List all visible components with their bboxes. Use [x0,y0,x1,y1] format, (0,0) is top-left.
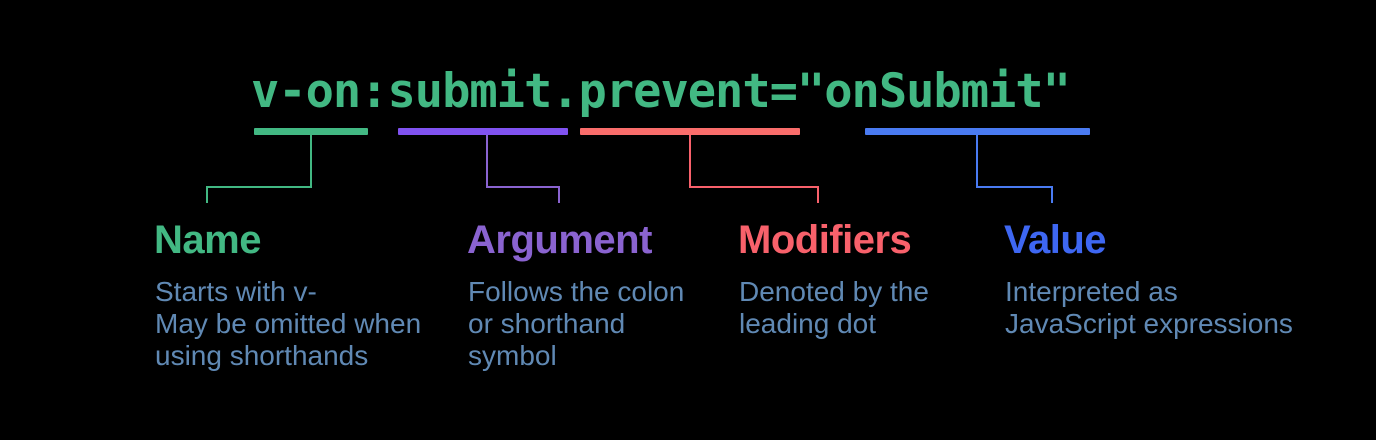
label-value: Value [1004,218,1107,262]
description-modifiers: Denoted by the leading dot [739,276,929,340]
label-name: Name [154,218,261,262]
description-name: Starts with v- May be omitted when using… [155,276,421,372]
description-line: Denoted by the [739,276,929,307]
description-line: Follows the colon [468,276,685,307]
underline-bar-name [254,128,368,135]
connector-value-horizontal [976,186,1053,188]
description-line: symbol [468,340,557,371]
connector-name-horizontal [206,186,312,188]
description-line: May be omitted when [155,308,422,339]
description-value: Interpreted as JavaScript expressions [1005,276,1293,340]
connector-value-drop [1051,186,1053,203]
connector-modifiers-vertical [689,135,691,188]
connector-modifiers-drop [817,186,819,203]
label-modifiers: Modifiers [738,218,912,262]
description-line: or shorthand [468,308,626,339]
underline-bar-argument [398,128,568,135]
description-line: Starts with v- [155,276,317,307]
connector-argument-drop [558,186,560,203]
description-line: using shorthands [155,340,369,371]
description-line: Interpreted as [1005,276,1178,307]
underline-bar-value [865,128,1090,135]
connector-name-vertical [310,135,312,188]
description-line: leading dot [739,308,877,339]
directive-code-text: v-on:submit.prevent="onSubmit" [251,64,1071,119]
label-argument: Argument [467,218,652,262]
description-line: JavaScript expressions [1005,308,1293,339]
connector-modifiers-horizontal [689,186,819,188]
connector-argument-vertical [486,135,488,188]
underline-bar-modifiers [580,128,800,135]
description-argument: Follows the colon or shorthand symbol [468,276,684,372]
connector-name-drop [206,186,208,203]
connector-argument-horizontal [486,186,560,188]
connector-value-vertical [976,135,978,188]
